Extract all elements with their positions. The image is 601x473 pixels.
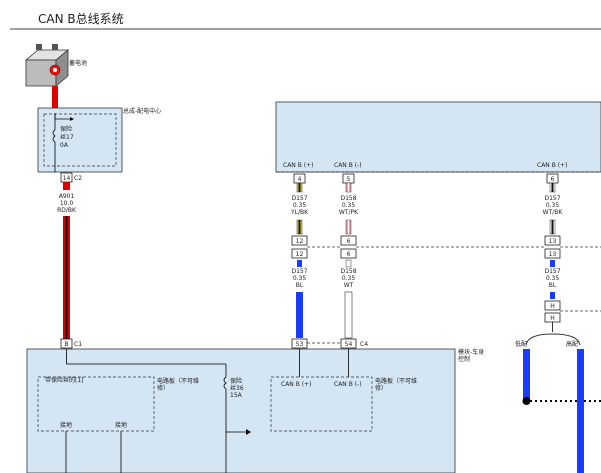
wire-d157-bl <box>296 292 303 338</box>
pin-4-label: 4 <box>298 176 302 183</box>
wire-d157-a-color: YL/BK <box>290 209 309 216</box>
pdc-inner <box>43 113 117 167</box>
conn-c4-label: C4 <box>360 341 368 348</box>
wire-d157-c-gauge: 0.35 <box>293 275 307 282</box>
wire-d157-d-code: D157 <box>544 268 560 275</box>
bcm-left-box-label: 带保险丝的[1] <box>45 376 84 384</box>
fuse-17-icon <box>52 129 56 143</box>
wire-d158-a-gauge: 0.35 <box>342 202 356 209</box>
ground1-label: 接地 <box>60 421 72 429</box>
fuse-36-icon <box>223 376 227 390</box>
top-canb-pos2-label: CAN B (+) <box>537 162 567 169</box>
pin-12b-label: 12 <box>296 251 304 258</box>
wire-high-config <box>577 349 584 473</box>
conn-c2-label: C2 <box>74 175 82 182</box>
wire-a901-gauge: 10.0 <box>60 200 74 207</box>
wire-d157-c-color: BL <box>296 282 304 289</box>
pin-13b-label: 13 <box>549 251 557 258</box>
page-title: CAN B总线系统 <box>38 12 124 26</box>
wire-d157-b-gauge: 0.35 <box>546 202 560 209</box>
pdc-fuse-line1: 保险 <box>60 125 72 133</box>
wire-low-config <box>523 349 530 399</box>
label-high: 高配 <box>566 340 578 348</box>
bcm-fuse-line1: 保险 <box>230 377 242 385</box>
top-canb-pos-label: CAN B (+) <box>283 162 313 169</box>
battery-icon <box>24 44 70 87</box>
bcm-fuse-line2: 丝36 <box>230 384 244 392</box>
pin-53 <box>291 338 308 349</box>
pin-54-label: 54 <box>345 341 353 348</box>
pdc-fuse-amp: 0A <box>60 142 69 149</box>
wire-d158-c-gauge: 0.35 <box>342 275 356 282</box>
wire-d158-wt <box>344 291 353 339</box>
bcm-left-inner <box>37 376 155 432</box>
pin-b-label: B <box>64 341 68 348</box>
bcm-label-line2: 控制 <box>458 355 470 363</box>
circuit-board2-line2: 修） <box>375 384 387 392</box>
wire-d157-d-color: BL <box>549 282 557 289</box>
circuit-board1-line1: 电路板（不可维 <box>157 377 199 385</box>
pin-14-label: 14 <box>63 175 71 182</box>
pin-b <box>60 338 73 349</box>
pin-6b-label: 6 <box>347 251 351 258</box>
wire-d158-a-color: WT/PK <box>339 209 359 216</box>
wire-d158-a-code: D158 <box>340 195 356 202</box>
wire-d158-c-color: WT <box>344 282 354 289</box>
upper-module-box <box>275 101 601 173</box>
top-canb-neg-label: CAN B (-) <box>334 162 362 169</box>
wire-d158-c-code: D158 <box>340 268 356 275</box>
battery-label: 蓄电池 <box>69 59 87 67</box>
wire-a901-color: RD/BK <box>57 207 77 214</box>
pin-6a-label: 6 <box>347 238 351 245</box>
wire-d157-a-code: D157 <box>291 195 307 202</box>
wire-a901-code: A901 <box>59 193 75 200</box>
pin-h2-label: H <box>550 315 555 322</box>
pin-12a-label: 12 <box>296 238 304 245</box>
bcm-right-inner <box>270 376 373 432</box>
circuit-board2-line1: 电路板（不可维 <box>375 377 417 385</box>
pin-5-label: 5 <box>347 176 351 183</box>
label-low: 低配 <box>515 340 527 348</box>
circuit-board1-line2: 修） <box>157 384 169 392</box>
wire-d157-b-code: D157 <box>544 195 560 202</box>
pin-13a-label: 13 <box>549 238 557 245</box>
bcm-label-line1: 模块-车身 <box>458 348 484 356</box>
wire-d157-a-gauge: 0.35 <box>293 202 307 209</box>
pin-h1-label: H <box>550 303 555 310</box>
pdc-box <box>37 107 123 173</box>
wire-d157-c-code: D157 <box>291 268 307 275</box>
wire-d157-d-gauge: 0.35 <box>546 275 560 282</box>
wire-battery-feed <box>52 86 58 108</box>
pdc-label: 总成-配电中心 <box>123 107 161 115</box>
pin-54 <box>340 338 357 349</box>
wire-d157-b-color: WT/BK <box>543 209 564 216</box>
bcm-box <box>26 348 456 473</box>
pdc-fuse-line2: 丝17 <box>60 133 74 141</box>
pin-6-top-label: 6 <box>551 176 555 183</box>
bcm-fuse-amp: 15A <box>230 392 243 399</box>
bcm-canb-neg: CAN B (-) <box>334 381 362 388</box>
conn-c1-label: C1 <box>74 341 82 348</box>
pin-53-label: 53 <box>296 341 304 348</box>
ground2-label: 接地 <box>115 421 127 429</box>
bcm-canb-pos: CAN B (+) <box>281 381 311 388</box>
